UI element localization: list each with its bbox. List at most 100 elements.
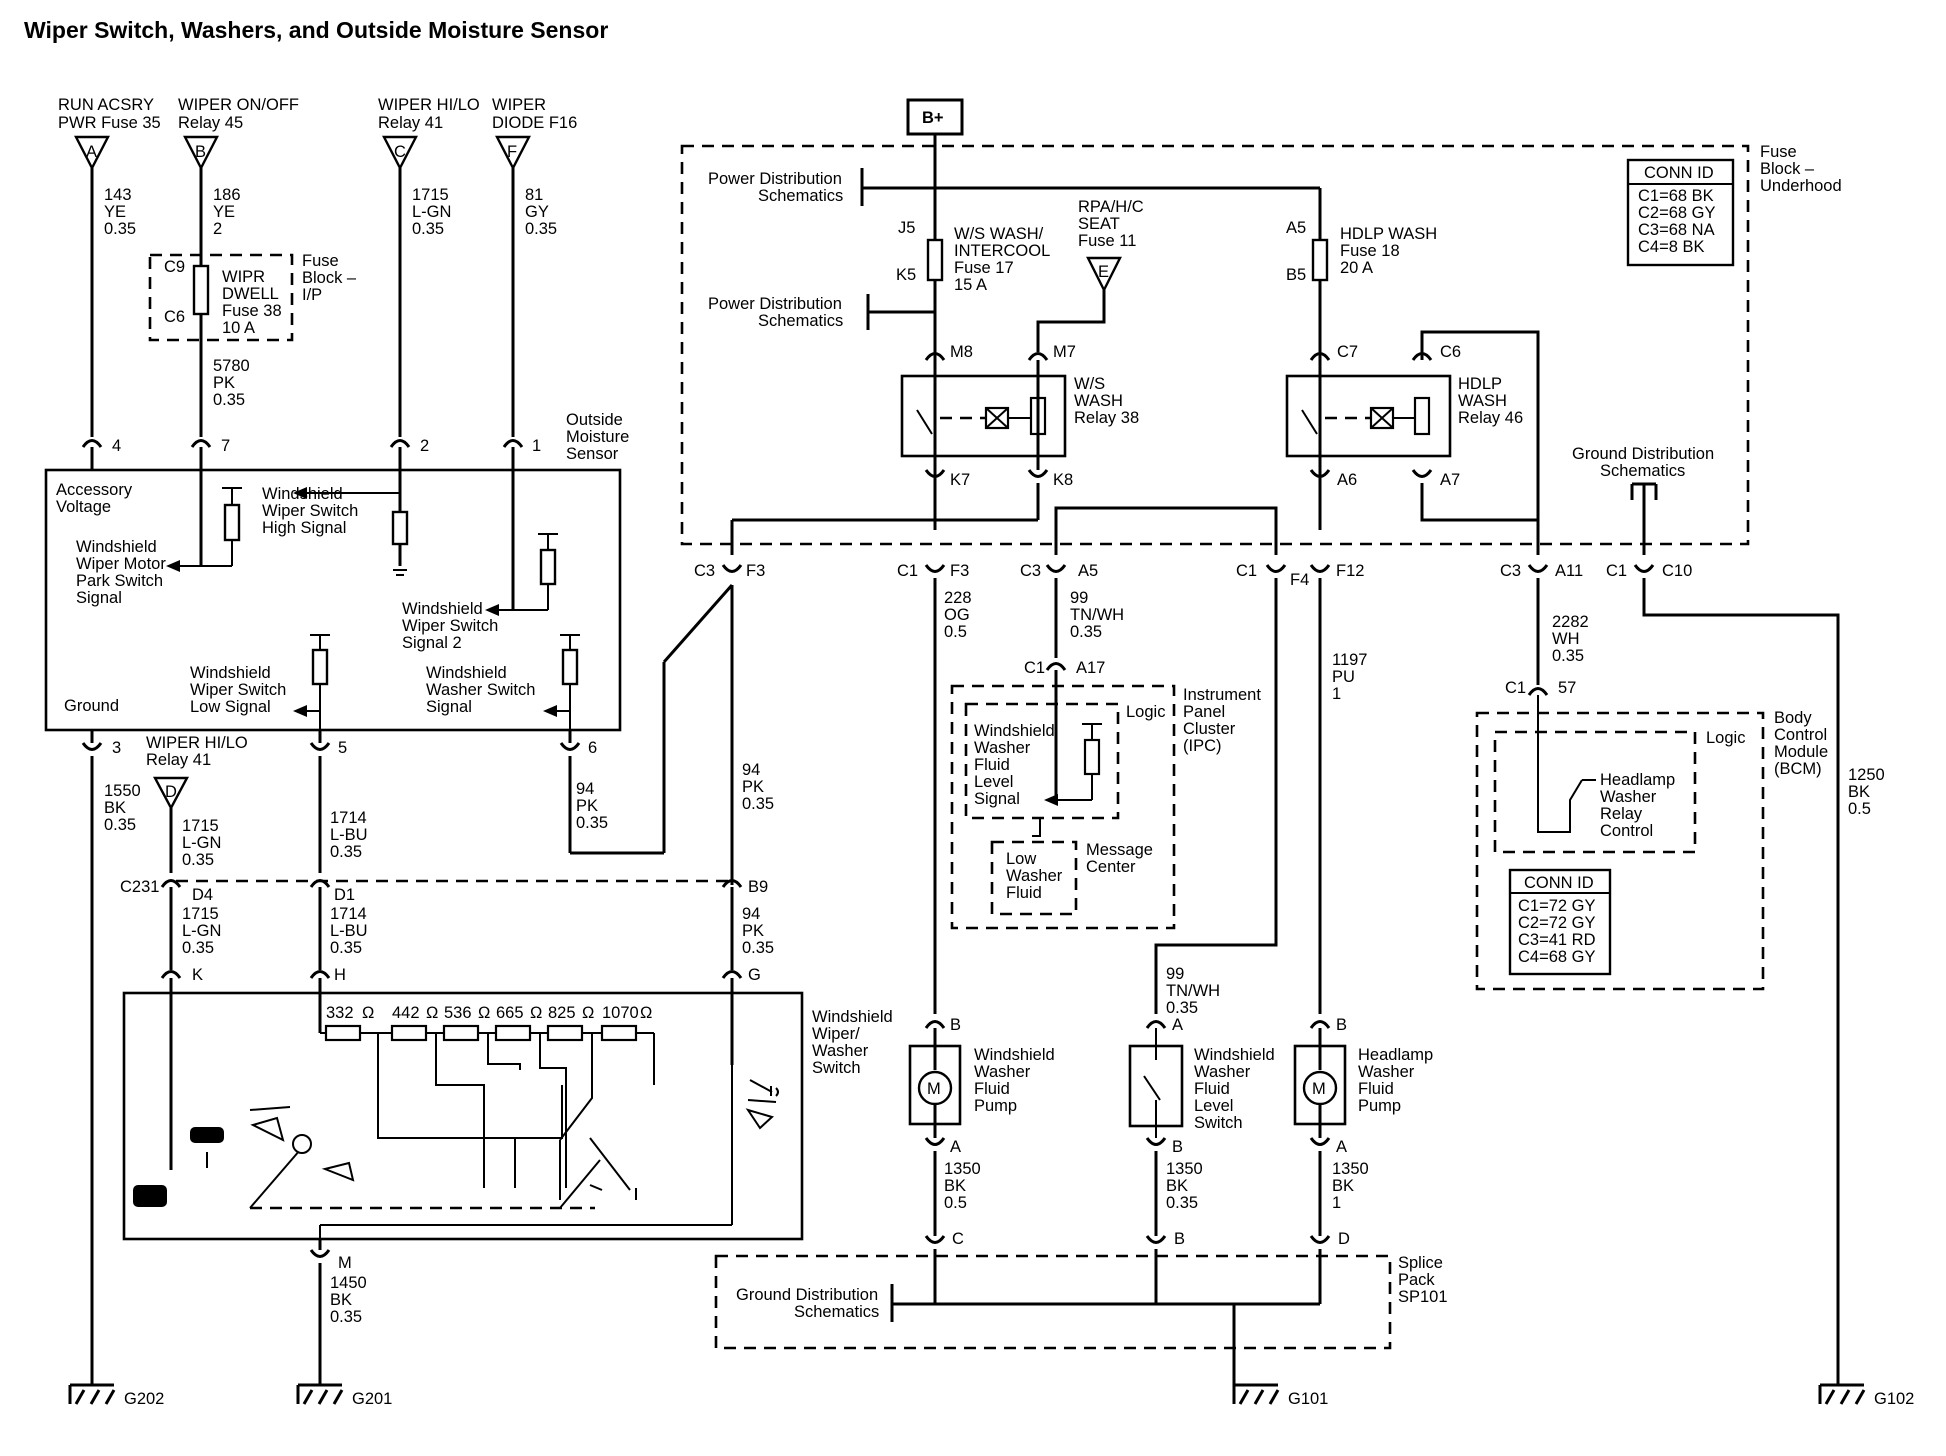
- svg-text:3: 3: [112, 739, 121, 757]
- svg-text:TN/WH: TN/WH: [1166, 982, 1220, 1000]
- svg-text:332: 332: [326, 1004, 354, 1022]
- svg-text:(IPC): (IPC): [1183, 737, 1222, 755]
- svg-text:Voltage: Voltage: [56, 498, 111, 516]
- svg-text:536: 536: [444, 1004, 472, 1022]
- svg-text:YE: YE: [213, 203, 235, 221]
- svg-text:M7: M7: [1053, 343, 1076, 361]
- svg-text:W/S WASH/: W/S WASH/: [954, 225, 1044, 243]
- splice-pack-sp101: C B D Splice Pack SP101 Ground Distribut…: [714, 1230, 1448, 1385]
- svg-text:0.35: 0.35: [1166, 999, 1198, 1017]
- svg-text:Park Switch: Park Switch: [76, 572, 163, 590]
- svg-text:B: B: [1336, 1016, 1347, 1034]
- svg-text:C9: C9: [164, 258, 185, 276]
- svg-text:M: M: [338, 1254, 352, 1272]
- svg-text:Pump: Pump: [974, 1097, 1017, 1115]
- svg-text:A5: A5: [1286, 219, 1306, 237]
- svg-text:Accessory: Accessory: [56, 481, 133, 499]
- svg-text:Relay 41: Relay 41: [146, 751, 211, 769]
- svg-text:Wiper Switch: Wiper Switch: [262, 502, 358, 520]
- svg-text:F3: F3: [950, 562, 969, 580]
- svg-text:G202: G202: [124, 1390, 164, 1408]
- fuse-block-ip: C9 C6 WIPR DWELL Fuse 38 10 A Fuse Block…: [148, 252, 357, 409]
- svg-text:K5: K5: [896, 266, 916, 284]
- svg-text:WIPER ON/OFF: WIPER ON/OFF: [178, 96, 299, 114]
- svg-text:A6: A6: [1337, 471, 1357, 489]
- svg-text:WASH: WASH: [1074, 392, 1123, 410]
- svg-text:INTERCOOL: INTERCOOL: [954, 242, 1050, 260]
- svg-text:Windshield: Windshield: [76, 538, 157, 556]
- svg-text:C6: C6: [1440, 343, 1461, 361]
- svg-text:Level: Level: [1194, 1097, 1233, 1115]
- svg-text:PWR Fuse 35: PWR Fuse 35: [58, 114, 161, 132]
- svg-text:Moisture: Moisture: [566, 428, 629, 446]
- svg-text:E: E: [1098, 263, 1109, 281]
- svg-text:L-GN: L-GN: [412, 203, 451, 221]
- svg-text:1450: 1450: [330, 1274, 367, 1292]
- svg-text:Fluid: Fluid: [1006, 884, 1042, 902]
- svg-text:Relay: Relay: [1600, 805, 1643, 823]
- svg-text:1715: 1715: [182, 905, 219, 923]
- svg-text:Center: Center: [1086, 858, 1136, 876]
- svg-text:W/S: W/S: [1074, 375, 1105, 393]
- svg-text:DWELL: DWELL: [222, 285, 279, 303]
- svg-text:Ω: Ω: [640, 1004, 652, 1022]
- svg-text:Windshield: Windshield: [974, 722, 1055, 740]
- svg-text:CONN ID: CONN ID: [1644, 164, 1714, 182]
- svg-text:B+: B+: [922, 109, 944, 127]
- wires-left-top: 143 YE 0.35 186 YE 2 1715 L-GN 0.35 81 G…: [90, 168, 557, 437]
- svg-text:Windshield: Windshield: [262, 485, 343, 503]
- svg-text:WIPER HI/LO: WIPER HI/LO: [146, 734, 248, 752]
- svg-text:Washer: Washer: [1194, 1063, 1251, 1081]
- svg-text:HDLP: HDLP: [1458, 375, 1502, 393]
- svg-text:Signal: Signal: [974, 790, 1020, 808]
- body-control-module: C1 57 Body Control Module (BCM) Logic He…: [1475, 679, 1828, 991]
- svg-text:228: 228: [944, 589, 972, 607]
- wires-to-c231: 1550 BK 0.35 WIPER HI/LO Relay 41 D 1715…: [90, 734, 368, 1385]
- svg-text:C3=41 RD: C3=41 RD: [1518, 931, 1596, 949]
- svg-text:G: G: [748, 966, 761, 984]
- svg-text:Washer: Washer: [1358, 1063, 1415, 1081]
- svg-text:C3: C3: [1020, 562, 1041, 580]
- svg-text:1350: 1350: [1332, 1160, 1369, 1178]
- source-terminal-f: WIPER DIODE F16 F: [492, 96, 577, 171]
- svg-text:PK: PK: [213, 374, 235, 392]
- svg-text:C2=68 GY: C2=68 GY: [1638, 204, 1716, 222]
- svg-text:B9: B9: [748, 878, 768, 896]
- svg-text:94: 94: [742, 905, 760, 923]
- svg-text:1: 1: [532, 437, 541, 455]
- svg-text:C: C: [394, 143, 406, 161]
- svg-text:BK: BK: [1166, 1177, 1188, 1195]
- svg-text:Windshield: Windshield: [402, 600, 483, 618]
- svg-text:Wiper Switch: Wiper Switch: [402, 617, 498, 635]
- svg-text:C1: C1: [1505, 679, 1526, 697]
- diagram-title: Wiper Switch, Washers, and Outside Moist…: [24, 17, 608, 43]
- svg-text:Message: Message: [1086, 841, 1153, 859]
- svg-text:94: 94: [576, 780, 594, 798]
- svg-text:Headlamp: Headlamp: [1358, 1046, 1433, 1064]
- svg-text:0.35: 0.35: [1166, 1194, 1198, 1212]
- svg-text:C10: C10: [1662, 562, 1692, 580]
- svg-text:Instrument: Instrument: [1183, 686, 1261, 704]
- svg-text:C6: C6: [164, 308, 185, 326]
- svg-text:81: 81: [525, 186, 543, 204]
- svg-text:F: F: [507, 143, 517, 161]
- svg-text:825: 825: [548, 1004, 576, 1022]
- svg-text:4: 4: [112, 437, 121, 455]
- svg-text:Panel: Panel: [1183, 703, 1225, 721]
- svg-text:I/P: I/P: [302, 286, 322, 304]
- svg-text:0.35: 0.35: [412, 220, 444, 238]
- svg-text:PK: PK: [576, 797, 598, 815]
- svg-text:Cluster: Cluster: [1183, 720, 1236, 738]
- svg-text:Fuse 11: Fuse 11: [1078, 232, 1136, 250]
- svg-text:Relay 45: Relay 45: [178, 114, 243, 132]
- svg-text:Schematics: Schematics: [794, 1303, 879, 1321]
- svg-text:B: B: [1174, 1230, 1185, 1248]
- svg-text:0.35: 0.35: [330, 843, 362, 861]
- connector-c231: C231 D4 D1 B9 1715 L-GN 0.35 1714 L-BU 0…: [120, 878, 774, 984]
- svg-text:D: D: [1338, 1230, 1350, 1248]
- svg-text:A: A: [1336, 1138, 1347, 1156]
- svg-text:1350: 1350: [944, 1160, 981, 1178]
- svg-text:Pump: Pump: [1358, 1097, 1401, 1115]
- svg-text:C4=68 GY: C4=68 GY: [1518, 948, 1596, 966]
- svg-text:Schematics: Schematics: [1600, 462, 1685, 480]
